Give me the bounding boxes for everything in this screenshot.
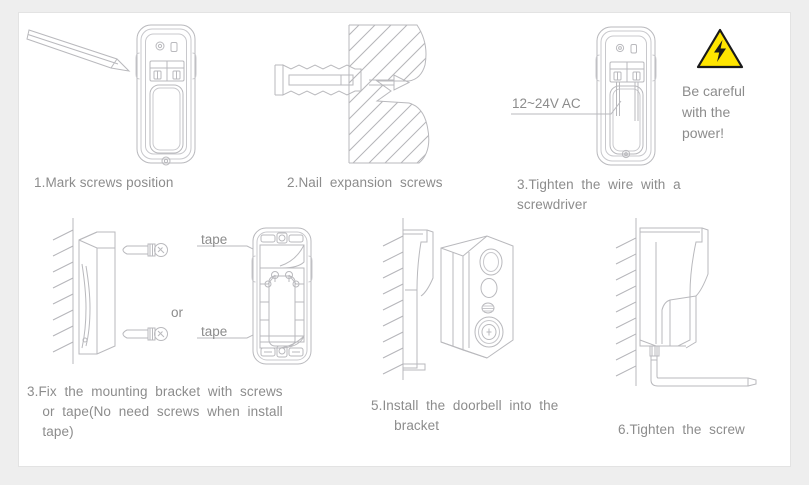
step-3-block: 12~24V AC Be careful with the power! 3.T… xyxy=(499,13,790,213)
installed-doorbell-side xyxy=(639,227,709,349)
wall-edge-hatched xyxy=(52,218,74,364)
instruction-panel: 1.Mark screws position xyxy=(18,12,791,467)
step-5-illustration xyxy=(365,218,585,383)
step-1-caption: 1.Mark screws position xyxy=(34,175,174,190)
step-2-illustration xyxy=(269,13,489,178)
step-5-caption: 5.Install the doorbell into the bracket xyxy=(371,398,559,433)
doorbell-back-plate-wired xyxy=(595,26,657,166)
mounting-bracket-side xyxy=(78,231,116,355)
step-1-block: 1.Mark screws position xyxy=(19,13,269,203)
wire-leader-line xyxy=(511,100,622,115)
step-6-caption: 6.Tighten the screw xyxy=(618,422,745,437)
mounting-bracket-front xyxy=(251,227,313,365)
step-2-block: 2.Nail expansion screws xyxy=(269,13,499,203)
step-3-caption: 3.Tighten the wire with a screwdriver xyxy=(517,177,681,212)
step-4-block: or tape tape 3.Fix the mounting bracket … xyxy=(19,218,365,466)
wall-edge-hatched xyxy=(382,218,404,380)
wall-edge-hatched xyxy=(615,218,637,386)
doorbell-front-unit xyxy=(440,235,514,359)
electric-shock-warning-icon xyxy=(695,27,745,71)
step-3-illustration xyxy=(499,13,789,183)
speaker-grill-icon xyxy=(481,302,495,314)
wall-anchor-icon xyxy=(274,64,362,96)
step-6-block: 6.Tighten the screw xyxy=(600,218,790,466)
insertion-arrow-icon xyxy=(369,74,411,91)
step-5-block: 5.Install the doorbell into the bracket xyxy=(365,218,600,466)
step-1-illustration xyxy=(19,13,234,178)
wall-bracket-side xyxy=(403,229,434,371)
tape-label-top: tape xyxy=(201,232,228,247)
step-6-illustration xyxy=(600,218,790,393)
step-4-caption: 3.Fix the mounting bracket with screws o… xyxy=(27,384,283,439)
pencil-icon xyxy=(26,29,131,72)
step-2-caption: 2.Nail expansion screws xyxy=(287,175,443,190)
warning-text: Be careful with the power! xyxy=(682,83,746,141)
screw-icon-top xyxy=(122,243,168,257)
doorbell-back-plate xyxy=(135,24,197,166)
screwdriver-icon xyxy=(650,355,757,387)
screw-icon-bottom xyxy=(122,327,168,341)
bottom-screw-icon xyxy=(649,345,660,357)
voltage-label: 12~24V AC xyxy=(512,96,581,111)
tape-label-bottom: tape xyxy=(201,324,228,339)
step-4-illustration xyxy=(19,218,349,373)
or-label: or xyxy=(171,305,184,320)
